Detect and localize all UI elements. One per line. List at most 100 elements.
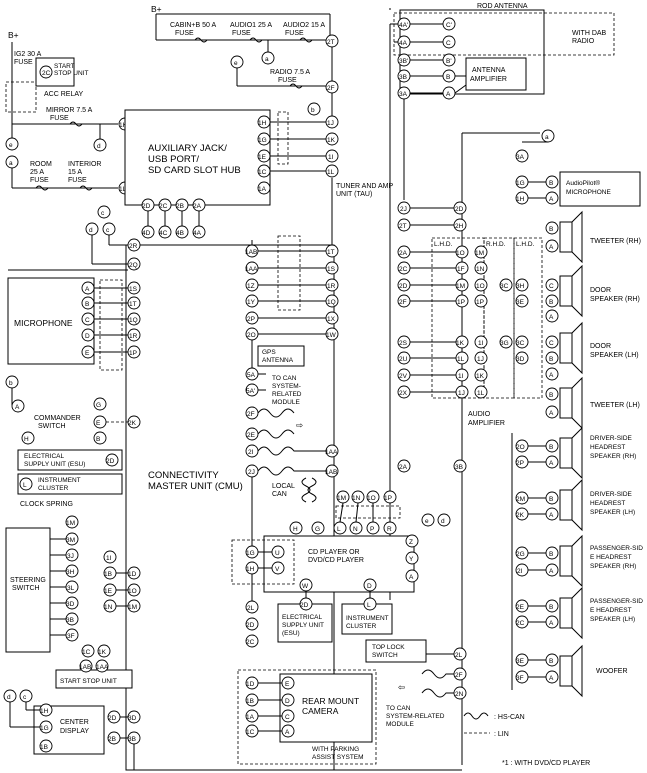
- rod-antenna-label: ROD ANTENNA: [477, 3, 528, 10]
- svg-text:B: B: [549, 496, 553, 503]
- rear-camera-box: [279, 673, 373, 743]
- svg-text:1M: 1M: [128, 604, 137, 611]
- legend-note: *1 : WITH DVD/CD PLAYER: [502, 760, 590, 767]
- svg-text:2D: 2D: [106, 458, 115, 465]
- svg-text:1H: 1H: [40, 708, 49, 715]
- svg-text:4A: 4A: [193, 230, 202, 237]
- svg-text:2K: 2K: [516, 512, 525, 519]
- svg-text:3B: 3B: [399, 74, 407, 81]
- svg-text:1Y: 1Y: [247, 299, 256, 306]
- svg-text:1O: 1O: [367, 495, 376, 502]
- svg-text:1B: 1B: [40, 744, 48, 751]
- dab-radio-group: [393, 12, 615, 56]
- svg-text:2E: 2E: [516, 604, 525, 611]
- svg-text:1T: 1T: [129, 301, 137, 308]
- svg-text:1M: 1M: [456, 283, 465, 290]
- svg-text:1O: 1O: [128, 588, 137, 595]
- svg-text:R: R: [387, 526, 392, 533]
- svg-text:⇨: ⇨: [296, 420, 304, 430]
- svg-text:2D: 2D: [142, 203, 151, 210]
- svg-text:1AA: 1AA: [96, 664, 109, 671]
- esu-box: [17, 449, 123, 471]
- antenna-pins: 4A' 4A 3B' 3B 3A C' C B' B A: [397, 17, 456, 100]
- svg-text:⇦: ⇦: [398, 682, 406, 692]
- svg-text:N: N: [353, 526, 358, 533]
- steering-pins: 1M 3M 3J 3H 3L 3D 3B 3F 1I 1B 1E 1N 1D 1…: [65, 515, 141, 658]
- svg-text:1M: 1M: [475, 250, 484, 257]
- svg-text:B: B: [549, 551, 553, 558]
- svg-text:1D: 1D: [128, 571, 137, 578]
- svg-text:C': C': [446, 22, 452, 29]
- svg-text:1AA: 1AA: [325, 449, 338, 456]
- svg-text:5A': 5A': [246, 388, 255, 395]
- svg-text:1G: 1G: [516, 180, 525, 187]
- svg-text:1D: 1D: [246, 681, 255, 688]
- svg-text:3B': 3B': [399, 58, 408, 65]
- svg-text:C: C: [285, 714, 290, 721]
- svg-text:1P: 1P: [476, 299, 484, 306]
- fuse-cabin: [194, 37, 208, 43]
- cd-lower-pins: H G L N P R: [289, 521, 397, 535]
- svg-text:E: E: [96, 420, 101, 427]
- amp-left-pins: 2J 2T 2A 2C 2D 2F 2S 2U 2V 2X 2A 2D 2H 3…: [397, 201, 467, 473]
- svg-text:1G: 1G: [246, 550, 255, 557]
- svg-text:D: D: [85, 333, 90, 340]
- svg-text:3E: 3E: [516, 299, 525, 306]
- svg-text:2U: 2U: [399, 356, 408, 363]
- svg-text:3H: 3H: [516, 283, 525, 290]
- svg-text:3C: 3C: [516, 340, 525, 347]
- svg-text:B: B: [446, 74, 450, 81]
- amp-headrest-pins: 2O 2P 2M 2K 2G 2I 2E 2C 3E 3F: [515, 439, 529, 684]
- svg-text:H: H: [24, 436, 29, 443]
- svg-text:3F: 3F: [67, 633, 75, 640]
- woofer-label: WOOFER: [596, 668, 628, 675]
- svg-text:1Z: 1Z: [247, 283, 255, 290]
- svg-text:C: C: [85, 317, 90, 324]
- svg-text:3A: 3A: [399, 91, 408, 98]
- svg-text:1H: 1H: [516, 196, 525, 203]
- svg-text:1N: 1N: [476, 266, 485, 273]
- svg-text:H: H: [293, 526, 298, 533]
- svg-text:3L: 3L: [67, 585, 75, 592]
- svg-text:2I: 2I: [248, 449, 254, 456]
- lhd-label-2: L.H.D.: [516, 241, 535, 248]
- svg-text:3F: 3F: [516, 675, 524, 682]
- svg-text:1I: 1I: [328, 154, 334, 161]
- instrument-cluster-box: [17, 473, 123, 495]
- svg-text:1I: 1I: [106, 555, 112, 562]
- cd-top-pins: 1M 1N 1O 1P: [336, 490, 397, 504]
- svg-text:E: E: [285, 681, 290, 688]
- svg-text:1A: 1A: [258, 186, 267, 193]
- audiopilot-microphone-box: [559, 171, 641, 207]
- svg-text:2C: 2C: [399, 266, 408, 273]
- svg-text:4A: 4A: [399, 40, 408, 47]
- svg-text:P: P: [370, 526, 374, 533]
- svg-text:1W: 1W: [326, 332, 337, 339]
- svg-text:2D: 2D: [300, 602, 309, 609]
- svg-text:2C: 2C: [159, 203, 168, 210]
- svg-text:B': B': [446, 58, 452, 65]
- svg-text:3B: 3B: [66, 617, 74, 624]
- svg-text:1C: 1C: [82, 649, 91, 656]
- svg-text:2B: 2B: [108, 736, 116, 743]
- audiopilot-label: AudioPilot®MICROPHONE: [566, 179, 611, 196]
- svg-text:2C: 2C: [42, 70, 51, 77]
- svg-text:1K: 1K: [456, 340, 465, 347]
- svg-text:3C: 3C: [500, 283, 509, 290]
- svg-text:e: e: [425, 518, 429, 525]
- svg-text:1R: 1R: [327, 283, 336, 290]
- svg-text:2C: 2C: [246, 639, 255, 646]
- svg-text:1AB: 1AB: [325, 469, 337, 476]
- svg-text:1K: 1K: [98, 649, 107, 656]
